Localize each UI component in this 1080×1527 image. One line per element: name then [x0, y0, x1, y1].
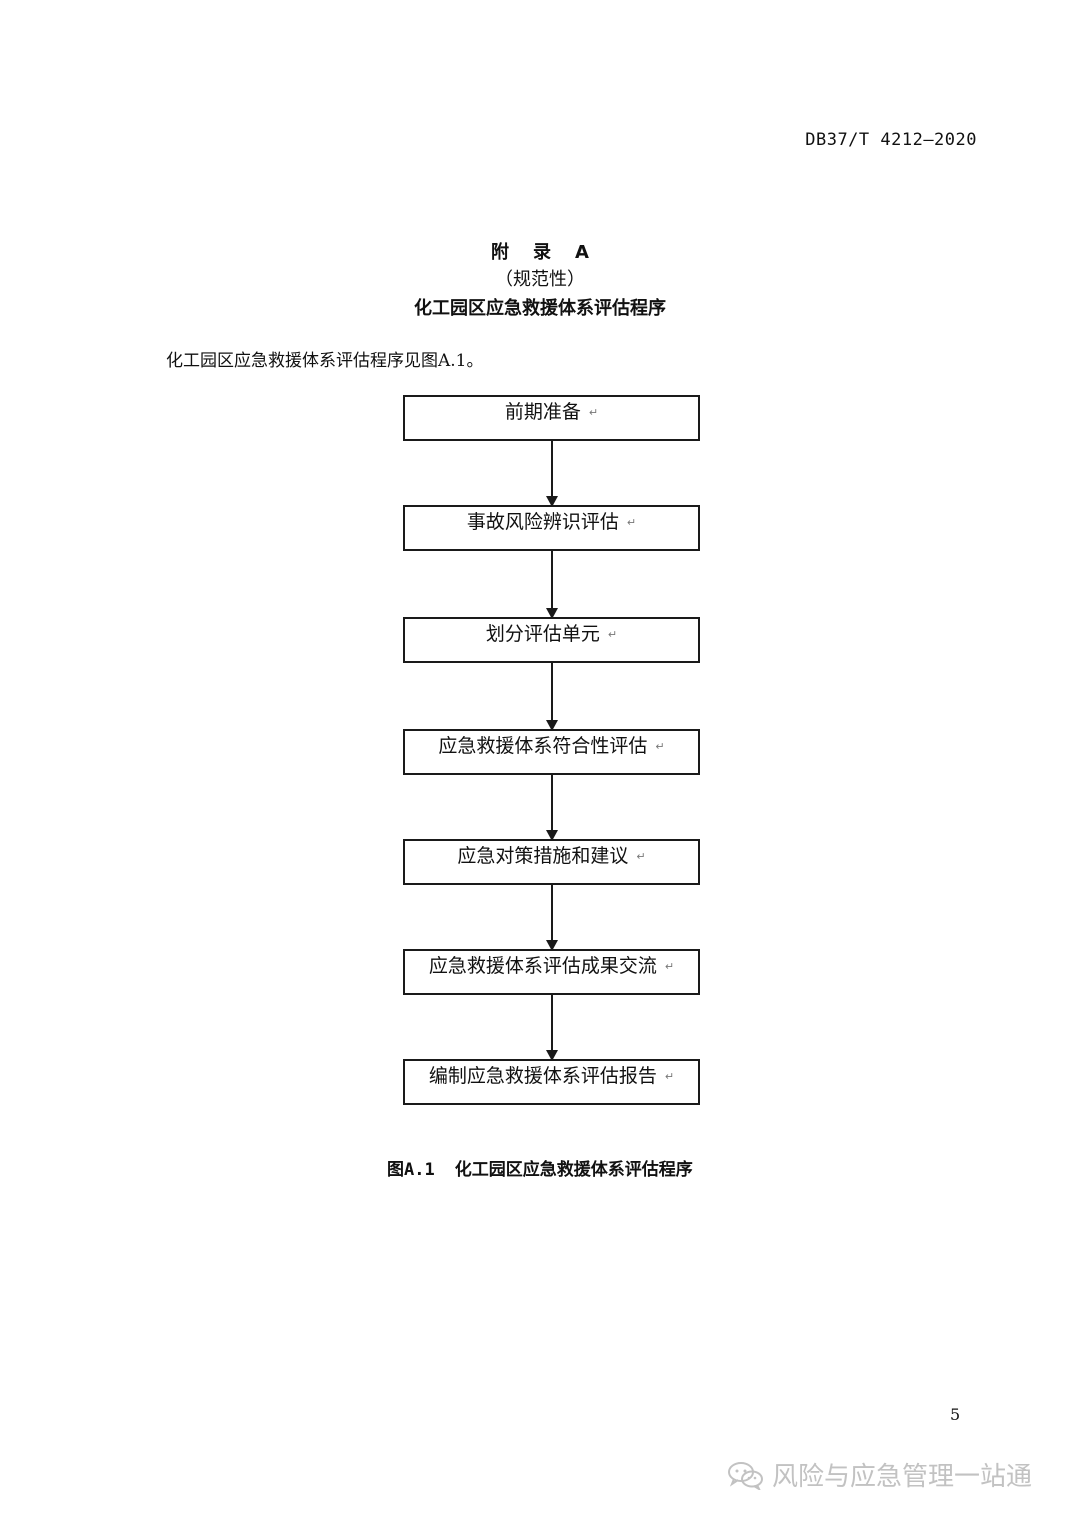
- flow-step-label: 应急对策措施和建议: [457, 845, 629, 867]
- flow-step-label: 编制应急救援体系评估报告: [428, 1065, 657, 1087]
- figure-title: 化工园区应急救援体系评估程序: [454, 1160, 693, 1180]
- flow-arrow: [546, 773, 558, 841]
- figure-number: 图A.1: [387, 1160, 435, 1180]
- flow-step-label: 前期准备: [504, 401, 581, 423]
- return-mark-icon: ↵: [664, 960, 675, 973]
- flow-step-2: 事故风险辨识评估 ↵: [403, 505, 700, 551]
- flow-step-1: 前期准备 ↵: [403, 395, 700, 441]
- return-mark-icon: ↵: [626, 516, 637, 529]
- return-mark-icon: ↵: [607, 628, 618, 641]
- appendix-label-char: A: [575, 242, 589, 263]
- flow-arrow: [546, 551, 558, 619]
- intro-paragraph: 化工园区应急救援体系评估程序见图A.1。: [166, 351, 484, 371]
- return-mark-icon: ↵: [588, 406, 599, 419]
- return-mark-icon: ↵: [655, 740, 665, 753]
- flow-step-7: 编制应急救援体系评估报告 ↵: [403, 1059, 700, 1105]
- watermark: 风险与应急管理一站通: [726, 1456, 1032, 1493]
- flow-step-label: 应急救援体系符合性评估: [438, 735, 648, 757]
- flow-arrow: [546, 995, 558, 1061]
- appendix-type: （规范性）: [495, 269, 585, 290]
- appendix-label-char: 录: [533, 242, 552, 263]
- return-mark-icon: ↵: [636, 850, 646, 863]
- flow-step-3: 划分评估单元 ↵: [403, 617, 700, 663]
- flow-step-label: 应急救援体系评估成果交流: [428, 955, 657, 977]
- flow-arrow: [546, 663, 558, 731]
- flow-step-5: 应急对策措施和建议 ↵: [403, 839, 700, 885]
- flow-step-label: 划分评估单元: [485, 623, 600, 645]
- flow-arrow: [546, 441, 558, 507]
- flow-step-label: 事故风险辨识评估: [466, 511, 619, 533]
- appendix-title: 化工园区应急救援体系评估程序: [414, 298, 666, 319]
- wechat-icon: [728, 1461, 763, 1490]
- page-number: 5: [950, 1405, 961, 1424]
- figure-caption: 图A.1 化工园区应急救援体系评估程序: [387, 1155, 693, 1180]
- flow-arrow: [546, 885, 558, 951]
- appendix-label-char: 附: [491, 242, 510, 263]
- standard-code: DB37/T 4212—2020: [805, 130, 977, 150]
- flow-step-6: 应急救援体系评估成果交流 ↵: [403, 949, 700, 995]
- flow-step-4: 应急救援体系符合性评估 ↵: [403, 729, 700, 775]
- return-mark-icon: ↵: [664, 1070, 675, 1083]
- watermark-text: 风险与应急管理一站通: [772, 1462, 1033, 1492]
